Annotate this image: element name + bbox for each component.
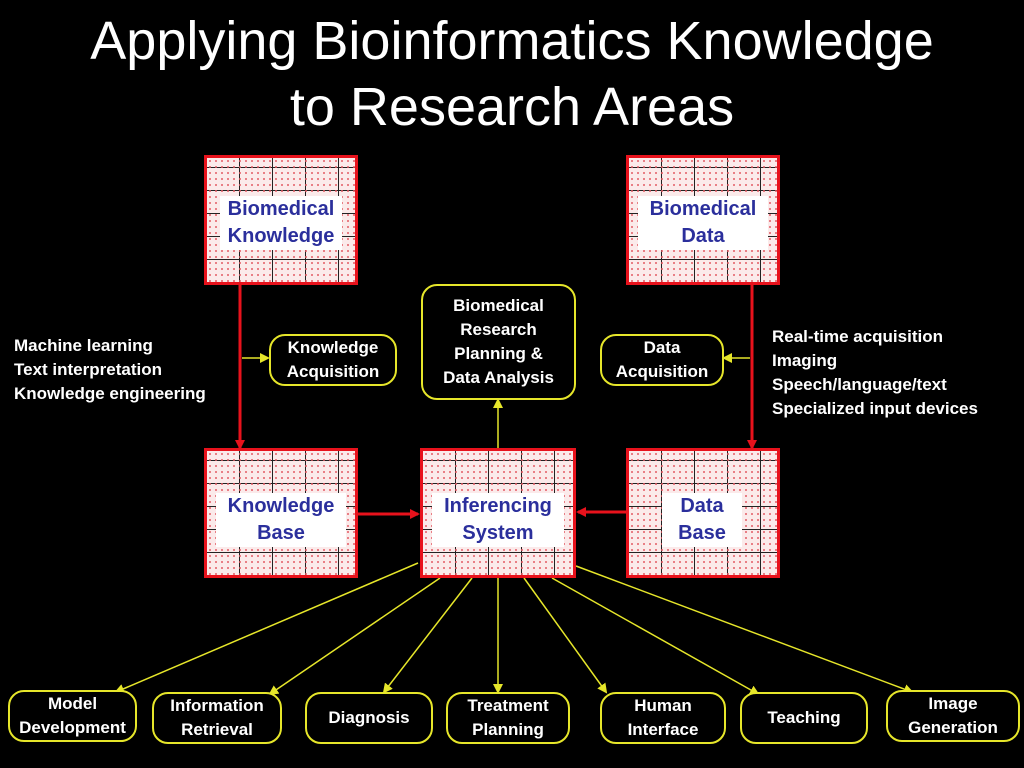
biomedical-data-box: Biomedical Data	[626, 155, 780, 285]
data-acquisition-box: Data Acquisition	[600, 334, 724, 386]
knowledge-base-box: Knowledge Base	[204, 448, 358, 578]
knowledge-acquisition-box: Knowledge Acquisition	[269, 334, 397, 386]
biomedical-knowledge-label: Biomedical Knowledge	[220, 196, 342, 250]
knowledge-base-label: Knowledge Base	[216, 493, 346, 547]
title-line-2: to Research Areas	[289, 77, 735, 137]
arrow-to-diagnosis	[382, 577, 473, 694]
application-diagnosis: Diagnosis	[305, 692, 433, 744]
arrow-to-teaching	[551, 577, 760, 695]
knowledge-methods-note: Machine learning Text interpretation Kno…	[14, 336, 206, 403]
inferencing-system-box: Inferencing System	[420, 448, 576, 578]
arrow-to-image-generation	[575, 565, 914, 694]
slide-title: Applying Bioinformatics Knowledge to Res…	[0, 8, 1024, 140]
inferencing-system-label: Inferencing System	[432, 493, 564, 547]
title-line-1: Applying Bioinformatics Knowledge	[90, 11, 934, 71]
data-methods-note: Real-time acquisition Imaging Speech/lan…	[772, 327, 978, 418]
arrow-to-model-development	[114, 562, 419, 694]
arrow-to-information-retrieval	[268, 577, 441, 696]
biomedical-data-label: Biomedical Data	[638, 196, 768, 250]
application-teaching: Teaching	[740, 692, 868, 744]
data-base-box: Data Base	[626, 448, 780, 578]
arrow-to-human-interface	[523, 577, 608, 694]
data-base-label: Data Base	[662, 493, 742, 547]
biomedical-knowledge-box: Biomedical Knowledge	[204, 155, 358, 285]
research-planning-box: Biomedical Research Planning & Data Anal…	[421, 284, 576, 400]
